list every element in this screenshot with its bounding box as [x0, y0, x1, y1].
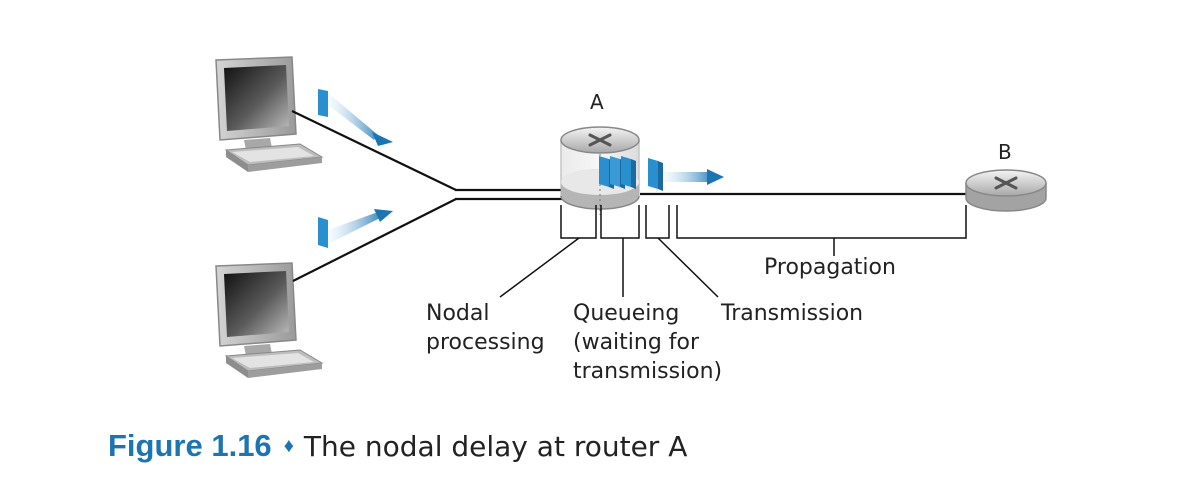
router-x-icon	[588, 133, 612, 147]
queueing-line: transmission)	[573, 359, 723, 384]
diamond-separator-icon: ♦	[283, 435, 294, 457]
link-top-computer	[291, 110, 457, 191]
arrow-icon	[374, 209, 393, 222]
figure-number: Figure 1.16	[108, 428, 272, 463]
bracket-queueing	[600, 205, 640, 239]
bracket-transmission	[645, 205, 670, 239]
queueing-line: (waiting for	[573, 330, 700, 355]
link-bottom-computer	[292, 198, 457, 282]
computer-icon-bottom	[215, 262, 324, 378]
router-x-icon	[994, 176, 1018, 190]
transmission-label: Transmission	[721, 301, 864, 326]
queueing-line: Queueing	[573, 301, 680, 326]
figure-caption: Figure 1.16 ♦ The nodal delay at router A	[108, 428, 687, 464]
router-b	[965, 169, 1047, 212]
router-b-label: B	[998, 140, 1012, 164]
packet-bottom-computer	[318, 209, 393, 248]
figure-title: The nodal delay at router A	[303, 430, 688, 463]
delay-brackets	[560, 205, 967, 239]
packet-transmitting	[648, 158, 724, 191]
arrow-icon	[707, 169, 724, 185]
nodal-processing-line: Nodal	[426, 301, 490, 326]
links	[291, 110, 968, 282]
bracket-nodal-processing	[560, 205, 597, 239]
bracket-propagation	[676, 205, 967, 239]
leader-lines	[499, 237, 835, 298]
packet-top-computer	[318, 89, 393, 146]
arrow-icon	[372, 132, 393, 146]
nodal-processing-label: Nodal processing	[426, 299, 545, 357]
computer-icon-top	[215, 56, 324, 172]
queued-packets	[599, 156, 636, 189]
propagation-label: Propagation	[764, 255, 896, 280]
queueing-label: Queueing (waiting for transmission)	[573, 299, 722, 386]
nodal-processing-line: processing	[426, 330, 545, 355]
router-a-label: A	[590, 90, 604, 114]
